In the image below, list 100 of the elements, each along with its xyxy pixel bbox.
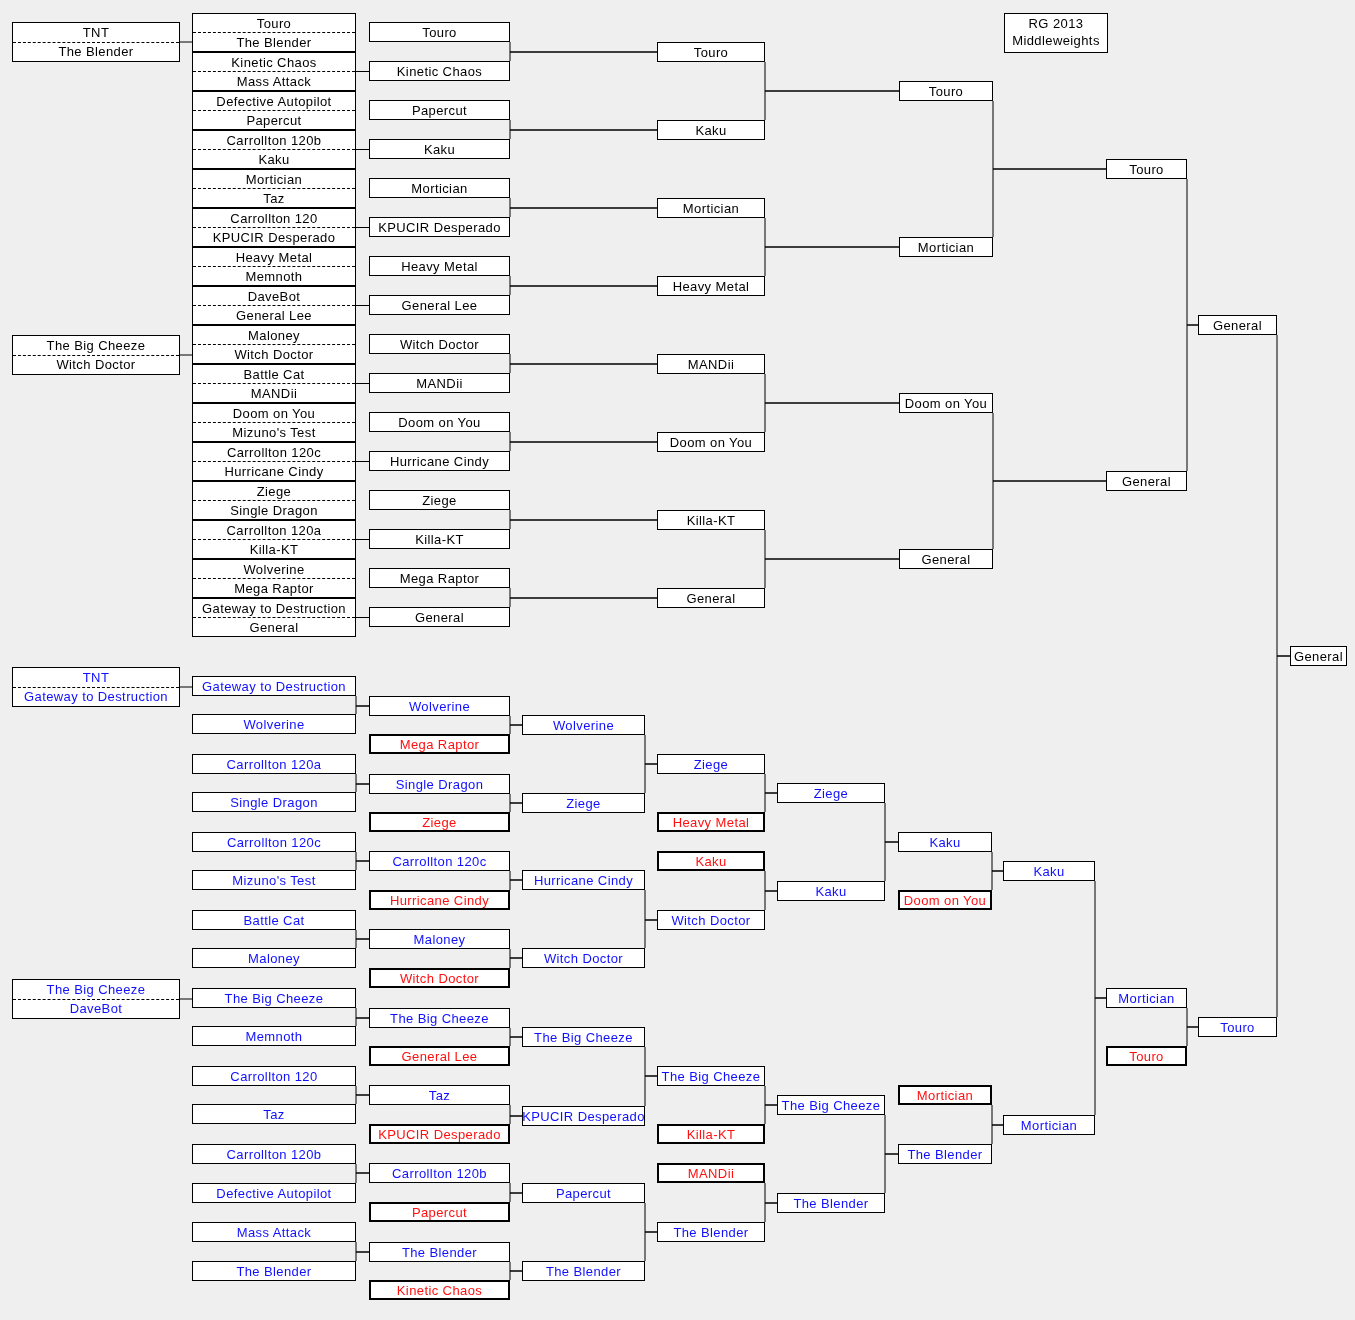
team-name: Battle Cat [242,911,306,929]
team-name: Mizuno's Test [193,422,355,441]
entry-box [522,715,645,735]
team-name: The Big Cheeze [223,989,325,1007]
entry-box [777,1193,885,1213]
entry-box [369,851,510,871]
team-name: Mega Raptor [193,578,355,597]
team-name: Hurricane Cindy [532,871,635,889]
entry-box [192,1066,356,1086]
entry-box [369,412,510,432]
team-name: Heavy Metal [671,814,751,830]
team-name: Mortician [1117,989,1176,1007]
bracket-line [355,227,370,228]
team-name: Touro [1219,1018,1256,1036]
team-name: Battle Cat [242,365,306,383]
entry-box [1003,1115,1095,1135]
eliminated-entry-box [898,1085,992,1105]
team-name: Carrollton 120c [225,833,323,851]
team-name: Wolverine [407,697,472,715]
bracket-line [355,1251,370,1262]
team-name: Touro [1128,160,1165,178]
entry-box [369,100,510,120]
bracket-line [179,41,193,43]
match-box [192,208,356,247]
team-name: KPUCIR Desperado [523,1107,644,1125]
team-name: General [1211,316,1264,334]
team-name: Witch Doctor [670,911,752,929]
eliminated-entry-box [657,1124,765,1144]
entry-box [192,1104,356,1124]
bracket-line [1276,655,1291,1018]
entry-box [369,607,510,627]
bracket-line [764,1202,778,1223]
bracket-line [1094,997,1107,1116]
team-name: Defective Autopilot [215,1184,333,1202]
team-name: Doom on You [668,433,754,451]
entry-box [369,774,510,794]
bracket-line [355,383,370,384]
team-name: Killa-KT [685,1126,737,1142]
team-name: Carrollton 120b [391,1164,488,1182]
team-name: KPUCIR Desperado [377,218,502,236]
entry-box [192,1183,356,1203]
team-name: Papercut [193,110,355,129]
team-name: Carrollton 120b [225,1145,323,1163]
entry-box [369,61,510,81]
entry-box [657,276,765,296]
bracket-line [884,841,899,882]
entry-box [657,754,765,774]
eliminated-entry-box [1106,1046,1187,1066]
team-name: Gateway to Destruction [13,686,179,706]
entry-box [657,120,765,140]
team-name: Kinetic Chaos [395,62,484,80]
team-name: Mortician [244,170,304,188]
entry-box [899,549,993,569]
match-box [192,325,356,364]
entry-box [369,490,510,510]
bracket-line [179,686,193,688]
match-box [192,442,356,481]
team-name: The Blender [544,1262,623,1280]
team-name: KPUCIR Desperado [193,227,355,246]
entry-box [1106,159,1187,179]
entry-box [192,948,356,968]
team-name: Carrollton 120b [225,131,323,149]
team-name: Mizuno's Test [231,871,317,889]
bracket-line [509,802,523,813]
team-name: The Blender [672,1223,750,1241]
team-name: Touro [255,14,293,32]
match-box [192,247,356,286]
entry-box [522,870,645,890]
team-name: Doom on You [231,404,317,422]
team-name: Taz [193,188,355,207]
bracket-line [509,724,523,735]
team-name: Witch Doctor [398,335,481,353]
bracket-line [509,1036,523,1047]
team-name: Mortician [1019,1116,1079,1134]
entry-box [369,295,510,315]
team-name: Gateway to Destruction [201,599,347,617]
bracket-line [644,919,658,949]
team-name: Kaku [193,149,355,168]
entry-box [192,1144,356,1164]
team-name: Wolverine [242,715,306,733]
team-name: Witch Doctor [193,344,355,363]
team-name: General [193,617,355,636]
entry-box [192,714,356,734]
entry-box [657,910,765,930]
team-name: Gateway to Destruction [201,677,347,695]
team-name: Kaku [694,853,728,869]
team-name: The Big Cheeze [45,336,147,355]
team-name: The Big Cheeze [45,980,147,999]
team-name: Kaku [814,882,848,900]
team-name: Hurricane Cindy [388,892,491,908]
entry-box [369,568,510,588]
entry-box [1198,315,1277,335]
entry-box [369,217,510,237]
team-name: Carrollton 120c [225,443,323,461]
team-name: Kinetic Chaos [395,1282,484,1298]
bracket-line [644,1075,658,1107]
match-box [12,979,180,1019]
team-name: Touro [692,43,730,61]
eliminated-entry-box [369,890,510,910]
team-name: Witch Doctor [542,949,625,967]
